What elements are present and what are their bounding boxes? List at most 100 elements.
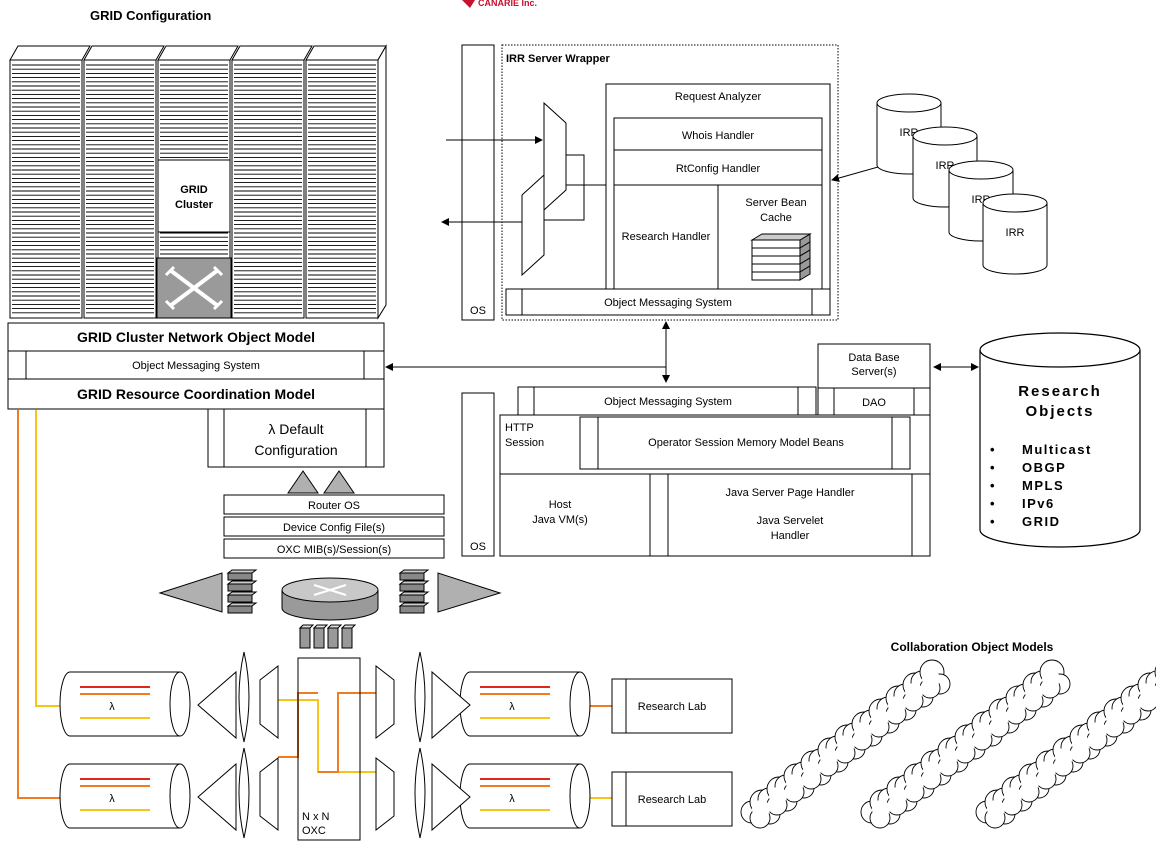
svg-text:IRR Server Wrapper: IRR Server Wrapper — [506, 53, 610, 65]
svg-text:GRID Resource Coordination Mod: GRID Resource Coordination Model — [77, 386, 315, 402]
demux-triangle — [197, 762, 237, 832]
svg-text:RtConfig Handler: RtConfig Handler — [676, 163, 761, 175]
svg-text:DAO: DAO — [862, 397, 886, 409]
research-object-item: OBGP — [1022, 460, 1066, 475]
fiber-bundle-right-bottom: λ — [459, 763, 591, 829]
coupler — [259, 664, 279, 740]
research-object-item: MPLS — [1022, 478, 1064, 493]
server-rack — [9, 45, 91, 319]
research-objects-database: Research Objects • Multicast • OBGP • MPLS • IP… — [979, 332, 1141, 548]
svg-text:Research Lab: Research Lab — [638, 794, 707, 806]
canarie-logo: CANARIE Inc. — [462, 0, 537, 8]
os-bar-bottom: OS — [461, 392, 495, 557]
research-object-bullet: • — [990, 460, 995, 475]
svg-text:Device Config File(s): Device Config File(s) — [283, 522, 385, 534]
svg-text:Server(s): Server(s) — [851, 366, 896, 378]
svg-text:λ: λ — [109, 793, 115, 805]
research-object-item: Multicast — [1022, 442, 1092, 457]
demux-triangle — [197, 670, 237, 740]
os-bar-top: OS — [461, 44, 495, 321]
fiber-bundle-left-bottom: λ — [59, 763, 191, 829]
svg-text:Research Lab: Research Lab — [638, 701, 707, 713]
mux-triangle — [431, 670, 471, 740]
grid-cluster-label: GRID Cluster — [157, 159, 231, 233]
oxc-mib-box: OXC MIB(s)/Session(s) — [223, 538, 445, 559]
device-config-box: Device Config File(s) — [223, 516, 445, 537]
page-title: GRID Configuration — [90, 8, 211, 23]
resource-coordination-bar: GRID Resource Coordination Model — [7, 378, 385, 410]
svg-text:λ: λ — [509, 701, 515, 713]
router-row — [158, 569, 502, 649]
svg-text:Request Analyzer: Request Analyzer — [675, 91, 762, 103]
svg-text:Object Messaging System: Object Messaging System — [132, 360, 260, 372]
svg-text:λ: λ — [509, 793, 515, 805]
research-object-bullet: • — [990, 496, 995, 511]
svg-text:GRID: GRID — [180, 184, 208, 196]
svg-text:OS: OS — [470, 541, 486, 553]
svg-text:Operator Session Memory Model: Operator Session Memory Model Beans — [648, 437, 844, 449]
svg-text:HTTP: HTTP — [505, 422, 534, 434]
svg-text:λ: λ — [109, 701, 115, 713]
svg-text:Object Messaging System: Object Messaging System — [604, 396, 732, 408]
svg-text:Research: Research — [1018, 383, 1102, 400]
irr-database-4: IRR — [982, 193, 1048, 275]
coupler — [259, 756, 279, 832]
server-rack — [83, 45, 165, 319]
research-object-bullet: • — [990, 442, 995, 457]
svg-text:Handler: Handler — [771, 530, 810, 542]
oxc-switch: N x N OXC — [297, 657, 361, 841]
research-object-bullet: • — [990, 514, 995, 529]
research-lab-1: Research Lab — [611, 678, 733, 734]
coupler — [375, 664, 395, 740]
lens-icon — [414, 651, 426, 743]
router-os-box: Router OS — [223, 494, 445, 515]
bean-cache-icon — [750, 233, 812, 281]
svg-text:Java Server Page Handler: Java Server Page Handler — [725, 487, 854, 499]
svg-text:Configuration: Configuration — [254, 442, 337, 458]
router-icon — [281, 577, 379, 621]
svg-text:Server Bean: Server Bean — [745, 197, 806, 209]
svg-text:IRR: IRR — [1006, 227, 1025, 239]
lens-icon — [238, 747, 250, 839]
svg-text:OXC: OXC — [302, 825, 326, 837]
mux-triangle — [431, 762, 471, 832]
upload-triangles — [287, 470, 355, 494]
svg-text:Research Handler: Research Handler — [622, 231, 711, 243]
cluster-object-messaging-bar: Object Messaging System — [7, 350, 385, 380]
svg-text:Data Base: Data Base — [848, 352, 899, 364]
switch-icon — [156, 257, 232, 319]
session-server: Object Messaging System HTTP Session Ope… — [499, 386, 931, 557]
research-object-item: GRID — [1022, 514, 1061, 529]
irr-server-wrapper: IRR Server Wrapper Request Analyzer Whoi… — [501, 44, 839, 321]
lens-icon — [414, 747, 426, 839]
research-object-item: IPv6 — [1022, 496, 1055, 511]
svg-text:Objects: Objects — [1025, 403, 1094, 420]
database-server: Data Base Server(s) DAO — [817, 343, 931, 416]
default-configuration-box: λ Default Configuration — [207, 408, 385, 468]
svg-text:Router OS: Router OS — [308, 500, 360, 512]
svg-text:λ Default: λ Default — [268, 421, 323, 437]
research-lab-2: Research Lab — [611, 771, 733, 827]
server-rack — [305, 44, 387, 320]
svg-text:Cluster: Cluster — [175, 199, 214, 211]
collaboration-title: Collaboration Object Models — [891, 640, 1054, 654]
svg-text:CANARIE Inc.: CANARIE Inc. — [478, 0, 537, 8]
research-object-bullet: • — [990, 478, 995, 493]
server-rack — [231, 45, 313, 319]
svg-text:Whois Handler: Whois Handler — [682, 130, 754, 142]
svg-text:GRID Cluster Network Object Mo: GRID Cluster Network Object Model — [77, 329, 315, 345]
collaboration-clouds — [740, 659, 1156, 829]
lens-icon — [238, 651, 250, 743]
svg-text:Cache: Cache — [760, 212, 792, 224]
svg-text:Object Messaging System: Object Messaging System — [604, 297, 732, 309]
coupler — [375, 756, 395, 832]
svg-text:OXC MIB(s)/Session(s): OXC MIB(s)/Session(s) — [277, 544, 391, 556]
fiber-bundle-left-top: λ — [59, 671, 191, 737]
svg-text:Java Servelet: Java Servelet — [757, 515, 824, 527]
svg-text:OS: OS — [470, 305, 486, 317]
svg-text:N x N: N x N — [302, 811, 330, 823]
network-object-model-bar: GRID Cluster Network Object Model — [7, 322, 385, 352]
svg-text:Java VM(s): Java VM(s) — [532, 514, 588, 526]
fiber-bundle-right-top: λ — [459, 671, 591, 737]
